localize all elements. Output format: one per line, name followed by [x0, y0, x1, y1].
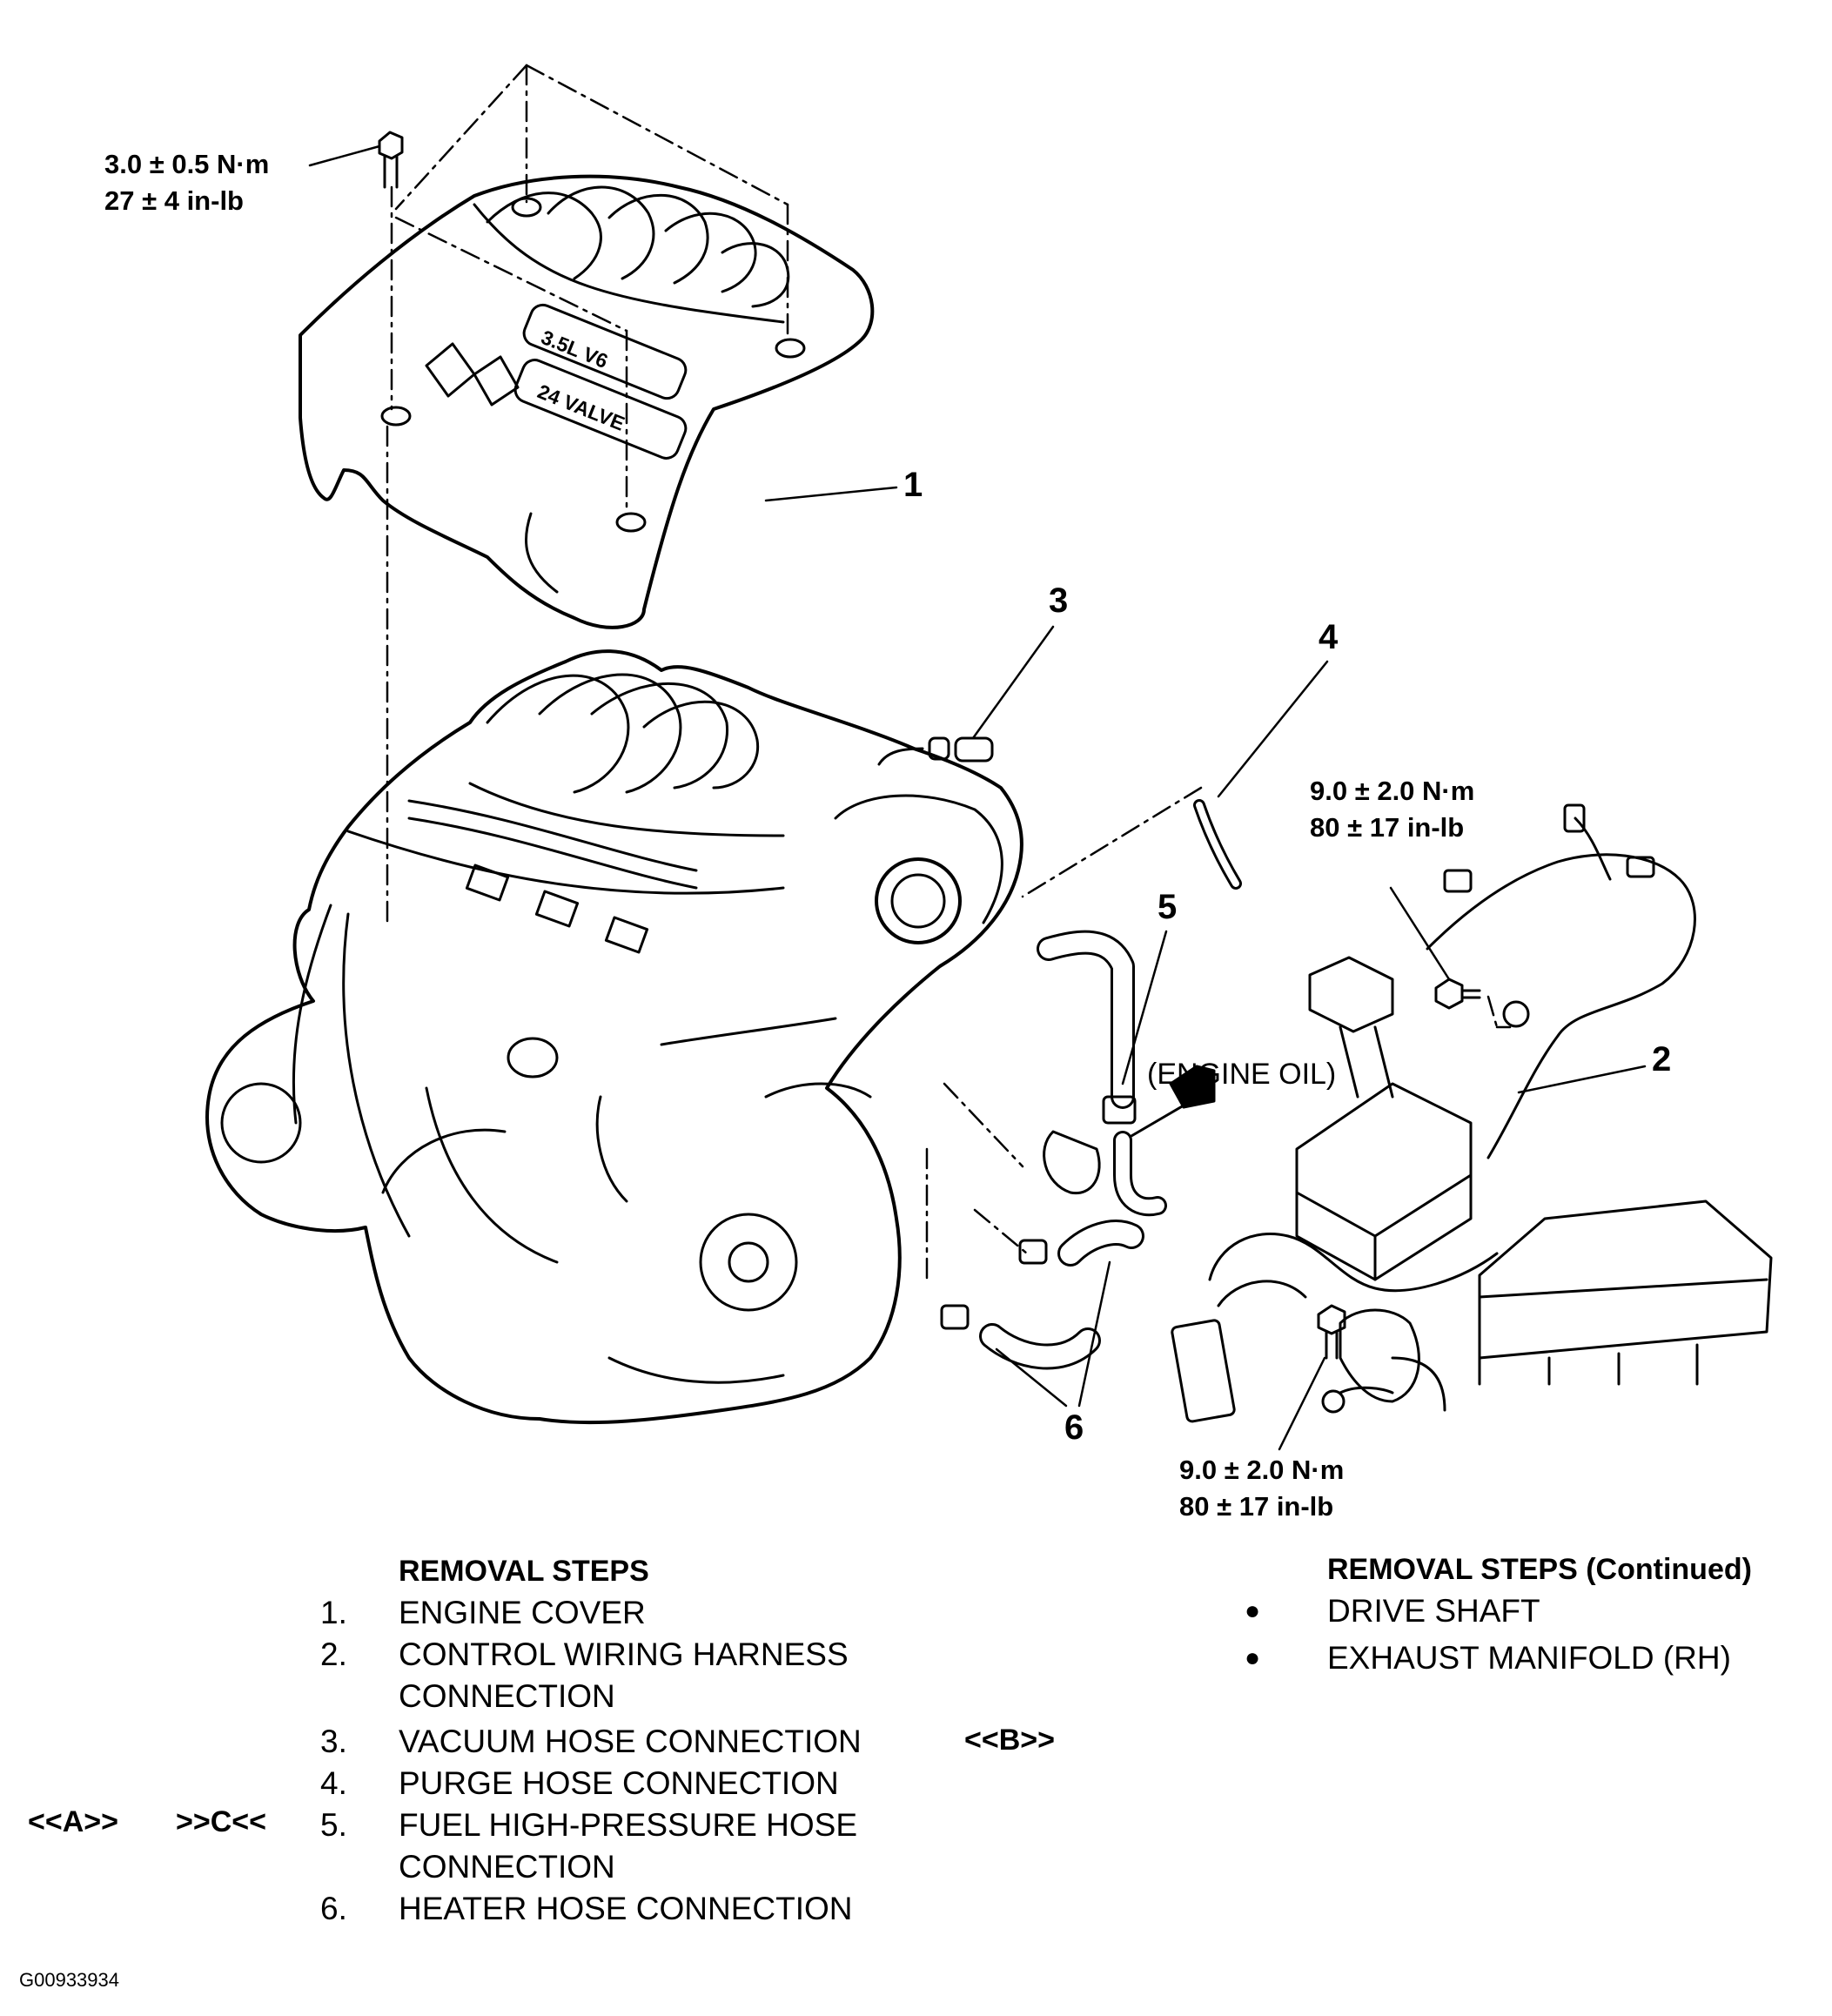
step-number: 6. — [320, 1891, 347, 1926]
callout-2: 2 — [1652, 1040, 1672, 1079]
harness-upper-torque-inlb: 80 ± 17 in-lb — [1310, 812, 1465, 843]
cover-bolt-torque-nm: 3.0 ± 0.5 N·m — [104, 149, 270, 179]
step-text: FUEL HIGH-PRESSURE HOSE — [399, 1807, 857, 1843]
callout-1: 1 — [903, 466, 923, 504]
step-number: 1. — [320, 1595, 347, 1630]
step-number: 3. — [320, 1724, 347, 1759]
step-text: PURGE HOSE CONNECTION — [399, 1765, 839, 1801]
step-number: 4. — [320, 1765, 347, 1801]
fuel-hose-drawing — [1037, 930, 1216, 1217]
step-text: CONNECTION — [399, 1678, 615, 1714]
continued-item: DRIVE SHAFT — [1327, 1593, 1540, 1629]
harness-upper-torque-nm: 9.0 ± 2.0 N·m — [1310, 776, 1475, 806]
harness-lower-torque-inlb: 80 ± 17 in-lb — [1179, 1491, 1334, 1522]
callout-4: 4 — [1319, 618, 1339, 656]
mark-b: <<B>> — [964, 1724, 1055, 1757]
step-text: VACUUM HOSE CONNECTION — [399, 1724, 862, 1759]
callout-6: 6 — [1064, 1408, 1084, 1447]
mark-a: <<A>> — [28, 1805, 118, 1838]
removal-steps-title: REMOVAL STEPS — [399, 1555, 649, 1588]
bullet-icon: ● — [1245, 1643, 1261, 1672]
step-text: CONNECTION — [399, 1849, 615, 1885]
cover-bolt-drawing — [378, 131, 404, 189]
step-number: 2. — [320, 1636, 347, 1672]
removal-steps-continued-title: REMOVAL STEPS (Continued) — [1327, 1553, 1752, 1586]
continued-item: EXHAUST MANIFOLD (RH) — [1327, 1640, 1731, 1676]
fuse-box-drawing — [1478, 1200, 1773, 1386]
callout-3: 3 — [1049, 581, 1069, 620]
wiring-harness-drawing — [1171, 803, 1696, 1423]
step-text: HEATER HOSE CONNECTION — [399, 1891, 853, 1926]
engine-cover-drawing — [299, 174, 875, 629]
heater-hoses-drawing — [940, 1220, 1144, 1370]
step-text: ENGINE COVER — [399, 1595, 646, 1630]
assembly-lines — [386, 64, 1512, 1286]
mark-c: >>C<< — [176, 1805, 266, 1838]
figure-id: G00933934 — [19, 1969, 119, 1991]
cover-bolt-torque-inlb: 27 ± 4 in-lb — [104, 185, 244, 216]
callout-5: 5 — [1158, 888, 1178, 926]
engine-block-drawing — [205, 649, 1023, 1425]
leader-lines — [308, 144, 1647, 1451]
bullet-icon: ● — [1245, 1596, 1261, 1625]
purge-hose-drawing — [1193, 799, 1242, 890]
step-text: CONTROL WIRING HARNESS — [399, 1636, 849, 1672]
engine-oil-note: (ENGINE OIL) — [1147, 1058, 1337, 1091]
harness-lower-torque-nm: 9.0 ± 2.0 N·m — [1179, 1455, 1345, 1485]
step-number: 5. — [320, 1807, 347, 1843]
